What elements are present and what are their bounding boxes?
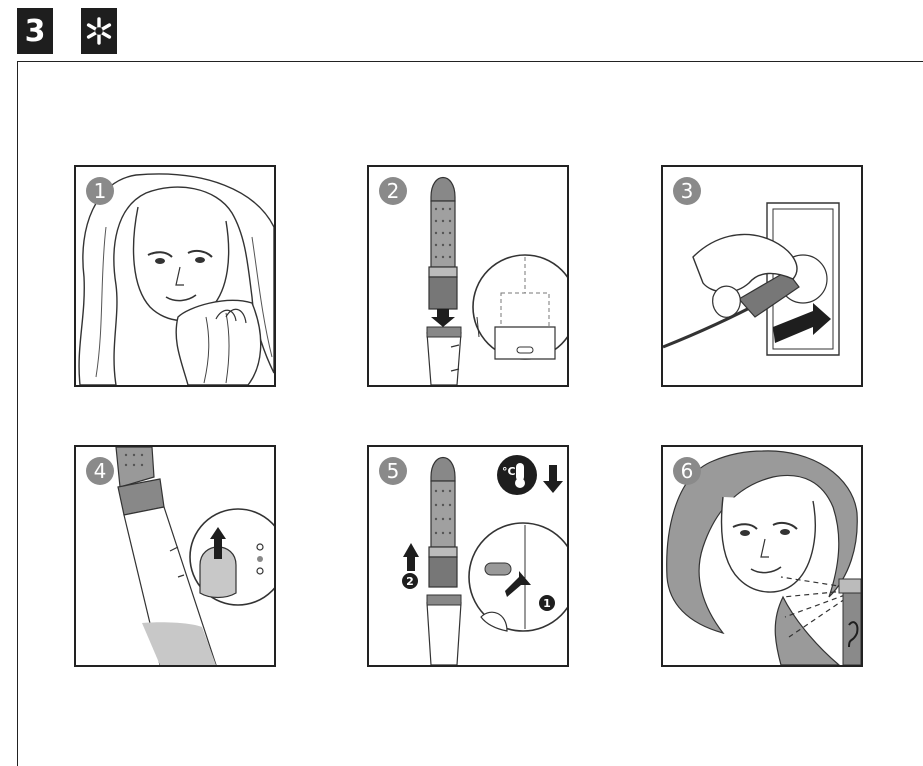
step-2-panel: 2	[367, 165, 569, 387]
side-rule	[17, 61, 18, 766]
step-2-badge: 2	[379, 177, 407, 205]
step-3-panel: 3	[661, 165, 863, 387]
step-5-badge: 5	[379, 457, 407, 485]
callout-2-badge: 2	[402, 573, 418, 589]
header-rule	[17, 61, 923, 62]
cool-mode-tab	[81, 8, 117, 54]
step-5-panel: 5 °C 1 2	[367, 445, 569, 667]
step-6-panel: 6	[661, 445, 863, 667]
step-3-badge: 3	[673, 177, 701, 205]
step-1-badge: 1	[86, 177, 114, 205]
step-4-badge: 4	[86, 457, 114, 485]
section-number-tab: 3	[17, 8, 53, 54]
callout-1-badge: 1	[539, 595, 555, 611]
temperature-symbol: °C	[502, 465, 516, 478]
snowflake-icon	[84, 16, 114, 46]
step-6-badge: 6	[673, 457, 701, 485]
step-4-panel: 4	[74, 445, 276, 667]
step-1-panel: 1	[74, 165, 276, 387]
